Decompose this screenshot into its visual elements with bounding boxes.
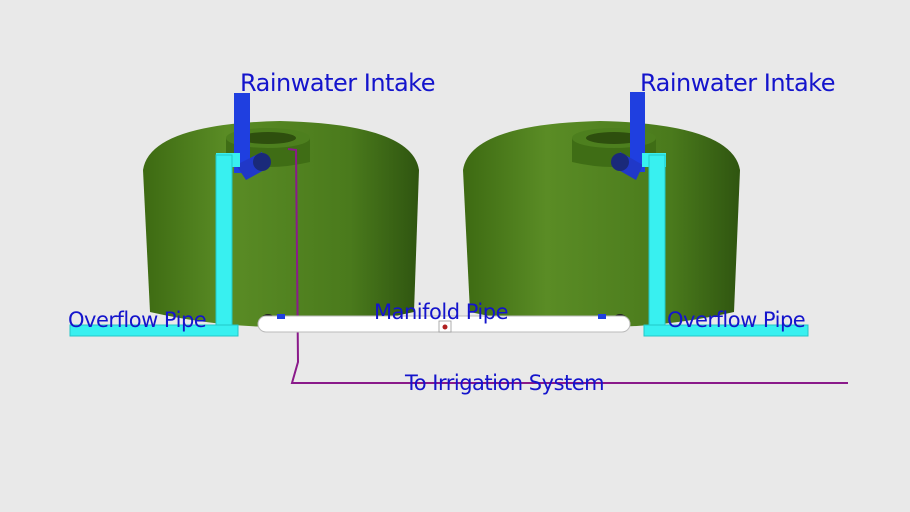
label-rainwater-intake-left: Rainwater Intake — [240, 69, 435, 97]
left-overflow-pipe — [69, 153, 240, 337]
label-rainwater-intake-right: Rainwater Intake — [640, 69, 835, 97]
manifold-pipe — [257, 314, 631, 333]
label-overflow-pipe-right: Overflow Pipe — [667, 308, 806, 332]
left-tank — [143, 121, 419, 327]
right-tank — [463, 121, 740, 327]
right-intake-pipe — [611, 92, 645, 180]
label-overflow-pipe-left: Overflow Pipe — [68, 308, 207, 332]
right-overflow-pipe — [642, 153, 809, 337]
label-to-irrigation-system: To Irrigation System — [405, 371, 605, 395]
label-manifold-pipe: Manifold Pipe — [374, 300, 509, 324]
irrigation-line — [287, 148, 848, 384]
